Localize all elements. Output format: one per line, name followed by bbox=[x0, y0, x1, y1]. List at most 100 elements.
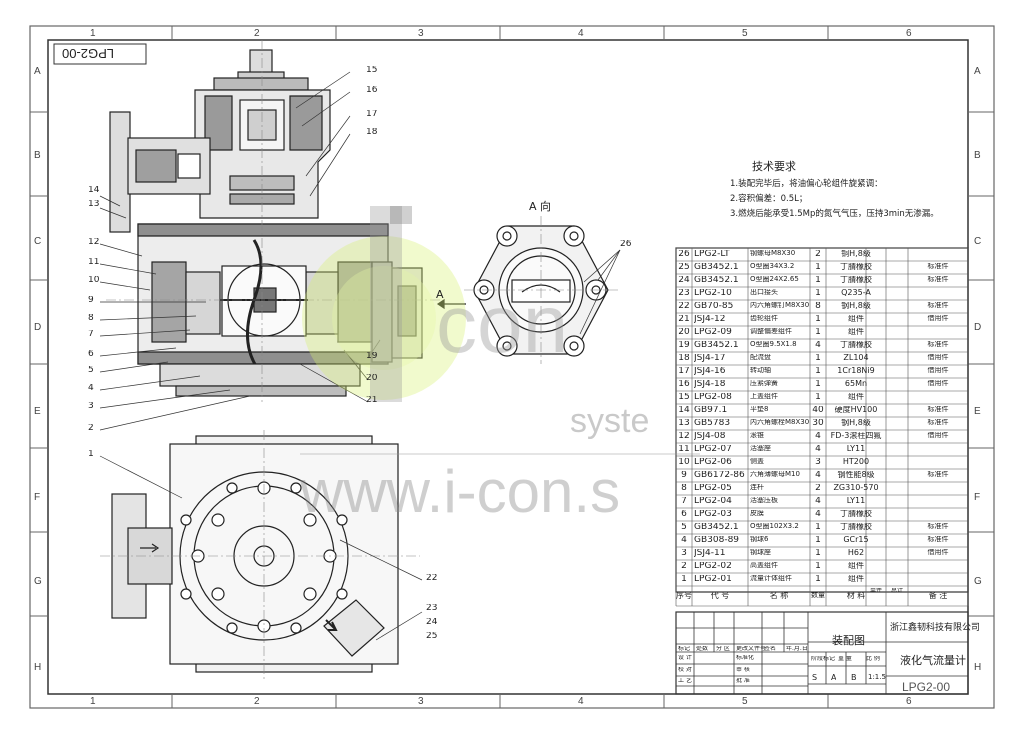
bom-name: 配流盘 bbox=[750, 354, 771, 361]
zone-row-right: E bbox=[974, 406, 981, 417]
stage-b: B bbox=[851, 674, 857, 682]
company-name: 浙江鑫韧科技有限公司 bbox=[890, 623, 981, 633]
zone-col-bottom: 3 bbox=[418, 696, 424, 707]
bom-material: 65Mn bbox=[844, 380, 868, 388]
plan-view bbox=[100, 430, 420, 680]
bom-note: 标准件 bbox=[927, 419, 949, 426]
bom-qty: 4 bbox=[815, 471, 821, 480]
bom-qty: 1 bbox=[815, 315, 821, 324]
bom-qty: 4 bbox=[815, 510, 821, 519]
revision-label: 处数 bbox=[696, 646, 709, 652]
bom-note: 借用件 bbox=[927, 380, 949, 387]
bom-qty: 8 bbox=[815, 302, 821, 311]
zone-row-left: C bbox=[34, 236, 42, 247]
bom-code: LPG2-05 bbox=[694, 484, 732, 493]
bom-note: 借用件 bbox=[927, 354, 949, 361]
bom-note: 标准件 bbox=[927, 536, 949, 543]
section-a-label: A bbox=[436, 288, 444, 301]
bom-code: JSJ4-08 bbox=[694, 432, 726, 441]
bom-code: LPG2-03 bbox=[694, 510, 732, 519]
sign-label: 审 核 bbox=[736, 667, 750, 673]
bom-name: 皮膜 bbox=[750, 510, 764, 517]
sign-label: 批 准 bbox=[736, 678, 750, 684]
bom-qty: 1 bbox=[815, 575, 821, 584]
bom-note: 标准件 bbox=[927, 341, 949, 348]
bom-head-material: 材 料 bbox=[846, 592, 866, 600]
bom-code: GB97.1 bbox=[694, 406, 728, 415]
bom-no: 11 bbox=[678, 445, 690, 454]
callout-right: 16 bbox=[366, 86, 378, 95]
bom-material: 丁腈橡胶 bbox=[840, 276, 872, 284]
bom-name: O型圈9.5X1.8 bbox=[750, 341, 797, 348]
callout-left: 9 bbox=[88, 296, 94, 305]
bom-name: O型圈34X3.2 bbox=[750, 263, 795, 270]
zone-row-right: C bbox=[974, 236, 982, 247]
bom-qty: 30 bbox=[812, 419, 824, 428]
callout-plan-right: 25 bbox=[426, 632, 438, 641]
bom-name: 钢球6 bbox=[750, 536, 769, 543]
zone-row-left: G bbox=[34, 576, 42, 587]
bom-head-qty: 数量 bbox=[811, 592, 825, 599]
callout-left: 8 bbox=[88, 314, 94, 323]
bom-material: 丁腈橡胶 bbox=[840, 341, 872, 349]
tech-req-line-2: 2.容积偏差：0.5L； bbox=[730, 194, 808, 204]
bom-code: LPG2-04 bbox=[694, 497, 732, 506]
watermark-sub: syste bbox=[570, 402, 650, 440]
zone-col-top: 3 bbox=[418, 28, 424, 39]
bom-grid bbox=[675, 247, 969, 607]
bom-qty: 3 bbox=[815, 458, 821, 467]
bom-head-total: 总计 bbox=[890, 588, 903, 594]
scale-value: 1:1.5 bbox=[868, 674, 886, 681]
bom-head-unit: 单件 bbox=[869, 588, 882, 594]
bom-code: LPG2-10 bbox=[694, 289, 732, 298]
bom-no: 3 bbox=[681, 549, 687, 558]
bom-head-code: 代 号 bbox=[710, 592, 730, 600]
watermark-graphic bbox=[300, 206, 700, 455]
bom-no: 1 bbox=[681, 575, 687, 584]
leaders-left bbox=[99, 71, 381, 431]
bom-code: LPG2-07 bbox=[694, 445, 732, 454]
bom-note: 标准件 bbox=[927, 471, 949, 478]
revision-label: 标记 bbox=[678, 646, 691, 652]
callout-left: 7 bbox=[88, 330, 94, 339]
zone-row-right: A bbox=[974, 66, 981, 77]
bom-qty: 1 bbox=[815, 354, 821, 363]
bom-no: 17 bbox=[678, 367, 690, 376]
bom-no: 22 bbox=[678, 302, 690, 311]
callout-right: 20 bbox=[366, 374, 378, 383]
bom-material: 组件 bbox=[848, 562, 864, 570]
leader-view-a bbox=[579, 249, 621, 335]
watermark-brand: con bbox=[436, 279, 569, 370]
stage-head-weight: 重 量 bbox=[838, 656, 852, 662]
bom-qty: 1 bbox=[815, 328, 821, 337]
section-arrow-a bbox=[436, 298, 466, 310]
bom-material: 组件 bbox=[848, 575, 864, 583]
zone-col-bottom: 5 bbox=[742, 696, 748, 707]
bom-no: 5 bbox=[681, 523, 687, 532]
callout-left: 14 bbox=[88, 186, 100, 195]
callout-left: 11 bbox=[88, 258, 100, 267]
bom-no: 10 bbox=[678, 458, 690, 467]
bom-code: GB308-89 bbox=[694, 536, 740, 545]
zone-row-right: H bbox=[974, 662, 982, 673]
bom-name: 侧盖 bbox=[750, 458, 764, 465]
bom-code: JSJ4-17 bbox=[694, 354, 726, 363]
callout-left: 2 bbox=[88, 424, 94, 433]
zone-row-left: A bbox=[34, 66, 41, 77]
bom-material: H62 bbox=[847, 549, 865, 557]
sign-label: 标准化 bbox=[736, 655, 755, 661]
bom-material: 丁腈橡胶 bbox=[840, 523, 872, 531]
bom-qty: 4 bbox=[815, 432, 821, 441]
bom-no: 14 bbox=[678, 406, 690, 415]
bom-material: LY11 bbox=[846, 445, 866, 453]
bom-no: 13 bbox=[678, 419, 690, 428]
callout-left: 10 bbox=[88, 276, 100, 285]
bom-no: 18 bbox=[678, 354, 690, 363]
bom-note: 标准件 bbox=[927, 302, 949, 309]
zone-col-top: 4 bbox=[578, 28, 584, 39]
bom-code: LPG2-LT bbox=[694, 250, 730, 259]
bom-note: 标准件 bbox=[927, 406, 949, 413]
bom-material: 1Cr18Ni9 bbox=[837, 367, 875, 375]
